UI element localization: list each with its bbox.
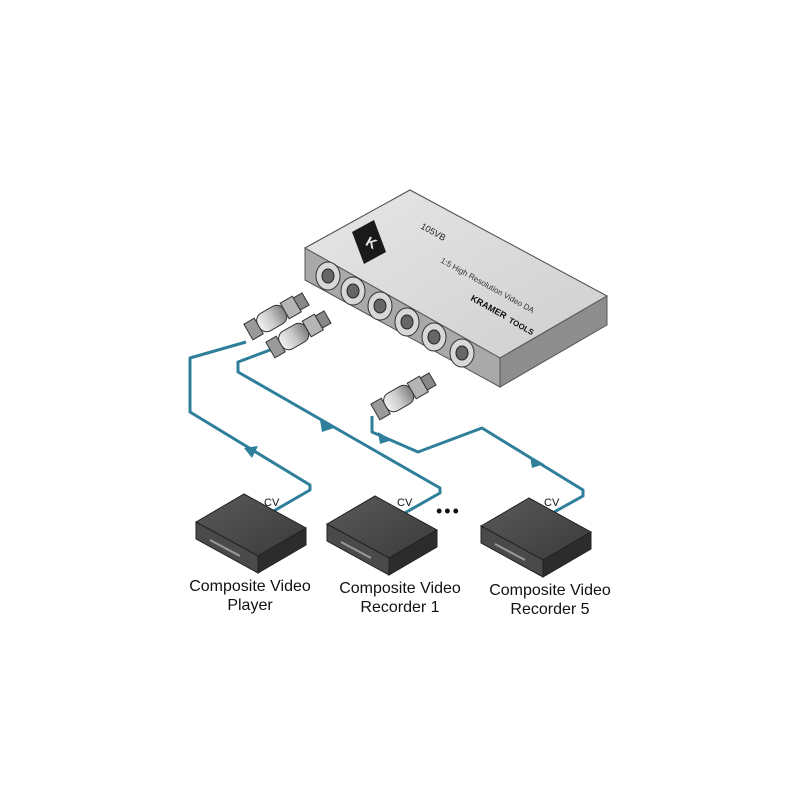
ellipsis-more-devices: ••• <box>436 501 461 521</box>
caption-line-2: Recorder 5 <box>510 601 590 618</box>
caption-line-1: Composite Video <box>489 582 611 599</box>
bnc-plugs <box>243 292 437 421</box>
bnc-plug-input <box>243 292 310 341</box>
bnc-sockets <box>315 261 475 368</box>
bnc-plug-output-5 <box>370 372 437 421</box>
bnc-output-socket-5 <box>449 338 475 368</box>
bnc-input-socket <box>315 261 341 291</box>
bnc-output-socket-3 <box>421 322 447 352</box>
cv-port-label: CV <box>397 497 413 509</box>
arrow-down-icon <box>378 432 392 444</box>
arrow-up-icon <box>244 446 258 458</box>
composite-video-player <box>194 493 308 574</box>
device-caption-recorder-5: Composite Video Recorder 5 <box>480 581 620 619</box>
output-cable-1 <box>236 348 442 516</box>
device-caption-recorder-1: Composite Video Recorder 1 <box>330 579 470 617</box>
bnc-output-socket-1 <box>367 291 393 321</box>
caption-line-1: Composite Video <box>189 578 311 595</box>
composite-video-recorder-5 <box>479 497 593 578</box>
cv-port-label: CV <box>544 497 560 509</box>
bnc-plug-output-1 <box>265 310 332 359</box>
flow-arrows <box>244 420 544 468</box>
kramer-logo: K <box>352 220 386 264</box>
output-cable-5 <box>370 416 585 518</box>
composite-video-recorder-1 <box>325 495 439 576</box>
caption-line-2: Player <box>227 597 273 614</box>
caption-line-1: Composite Video <box>339 580 461 597</box>
bnc-loop-socket <box>340 276 366 306</box>
arrow-down-icon <box>530 456 544 468</box>
bnc-output-socket-2 <box>394 307 420 337</box>
device-caption-player: Composite Video Player <box>180 577 320 615</box>
cv-port-label: CV <box>264 497 280 509</box>
input-cable <box>188 340 312 514</box>
arrow-down-icon <box>320 420 334 432</box>
caption-line-2: Recorder 1 <box>360 599 440 616</box>
